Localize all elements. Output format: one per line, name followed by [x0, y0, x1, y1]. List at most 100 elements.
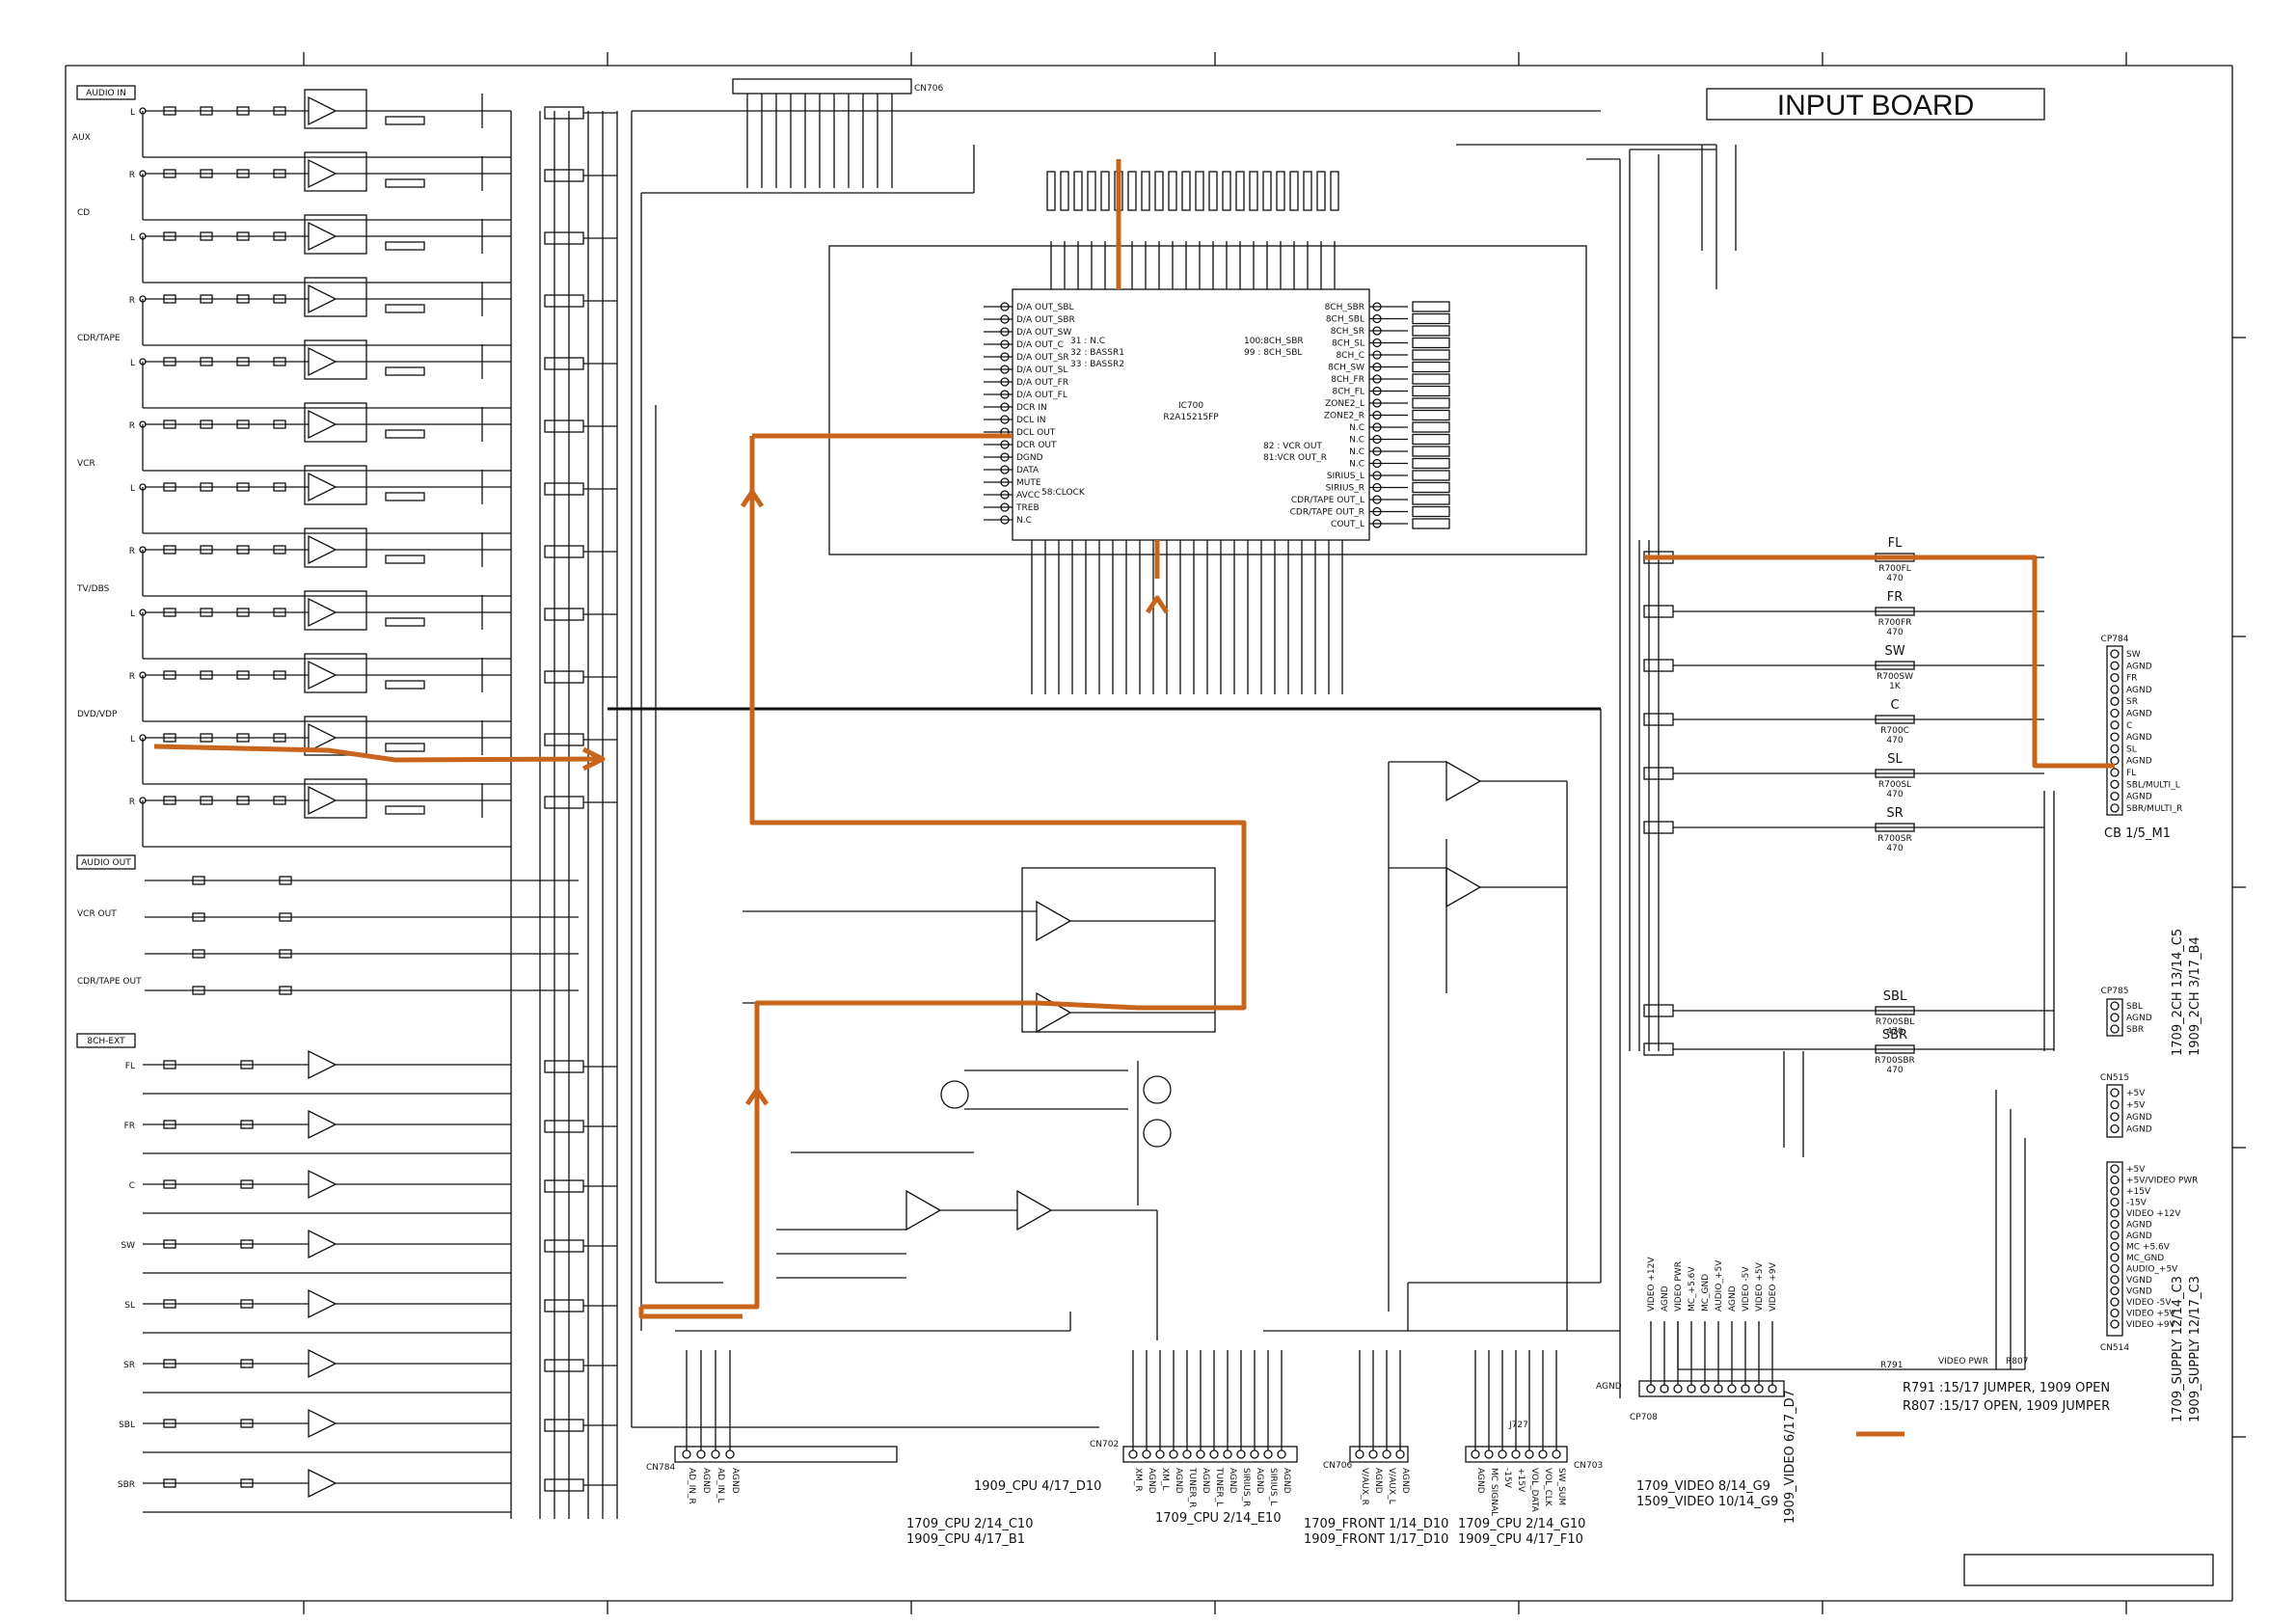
- signal-path-highlight: [153, 159, 2115, 1319]
- out-channel-res: R700FL: [1878, 564, 1911, 574]
- ext-channel-label: SR: [123, 1361, 135, 1370]
- input-channel-row: L: [130, 716, 617, 785]
- bottom-connector-pin-label: -15V: [1502, 1468, 1512, 1489]
- ref-cpu-c10-2: 1909_CPU 4/17_B1: [906, 1532, 1025, 1547]
- ic-note-3: 33 : BASSR2: [1070, 360, 1124, 369]
- cn702-label: CN702: [1090, 1440, 1119, 1449]
- ext-channel-row: SL: [124, 1288, 617, 1334]
- board-title: INPUT BOARD: [1777, 90, 1974, 122]
- ic700-left-pin-label: D/A OUT_SW: [1016, 328, 1071, 338]
- bottom-connector-pin-label: AGND: [1282, 1468, 1291, 1494]
- ref-cpu-e10: 1709_CPU 2/14_E10: [1155, 1511, 1282, 1526]
- input-channel-row: R: [129, 528, 617, 597]
- bus-tag: [544, 608, 584, 621]
- ext-channel-label: FR: [124, 1122, 135, 1131]
- video-supply-pin-label: AUDIO_+5V: [1715, 1259, 1724, 1312]
- ext-channel-row: SBR: [118, 1468, 617, 1513]
- ic700-right-pin-label: 8CH_SBR: [1325, 303, 1364, 312]
- opamp-symbol: [308, 1288, 338, 1319]
- ic700-right-pin-label: 8CH_FR: [1331, 375, 1364, 385]
- bottom-connector-pin-label: V/AUX_R: [1360, 1468, 1369, 1505]
- vpwr-label: VIDEO PWR: [1938, 1357, 1988, 1367]
- ic-note-1: 31 : N.C: [1070, 337, 1105, 346]
- channel-pos-label: L: [130, 359, 135, 368]
- connector-pin-label: AUDIO_+5V: [2126, 1265, 2178, 1275]
- input-group-label: AUDIO IN: [86, 89, 126, 98]
- bottom-connector-pin-label: AGND: [701, 1468, 711, 1494]
- ext-channel-label: FL: [125, 1062, 135, 1071]
- ext-channel-label: SBR: [118, 1480, 135, 1490]
- ic700-left-pin-label: D/A OUT_C: [1016, 340, 1064, 350]
- input-channel-row: L: [130, 590, 617, 660]
- ext-channel-row: FL: [125, 1049, 617, 1095]
- ic700-left-pin-label: DCL OUT: [1016, 428, 1056, 438]
- input-channel-row: L: [130, 339, 617, 409]
- channel-pos-label: L: [130, 609, 135, 619]
- channel-pos-label: R: [129, 421, 135, 431]
- group-label-box: [76, 85, 136, 100]
- connector-pin-label: VGND: [2126, 1287, 2152, 1297]
- cp708-label: CP708: [1630, 1413, 1658, 1422]
- connector-pin-label: VIDEO -5V: [2126, 1298, 2172, 1308]
- ic-note-4: 100:8CH_SBR: [1244, 337, 1304, 346]
- out-channel-res: R700SR: [1877, 834, 1911, 844]
- ic700-right-pin-label: N.C: [1349, 423, 1364, 433]
- out-channel-name: FL: [1888, 536, 1903, 551]
- input-group-label: DVD/VDP: [77, 710, 118, 719]
- ic700-left-pin-label: DATA: [1016, 466, 1040, 475]
- connector-pin-label: VGND: [2126, 1276, 2152, 1286]
- cn515-label: CN515: [2100, 1073, 2129, 1083]
- input-group-label: TV/DBS: [76, 584, 110, 594]
- ic700-name: IC700: [1178, 401, 1203, 411]
- bottom-connector-pin-label: V/AUX_L: [1387, 1468, 1396, 1504]
- connector-pin-label: +15V: [2126, 1187, 2151, 1197]
- channel-pos-label: L: [130, 108, 135, 118]
- bottom-connector-pin-label: AD_IN_L: [716, 1468, 725, 1503]
- input-channel-row: R: [129, 151, 617, 221]
- connector-pin-label: SL: [2126, 744, 2137, 754]
- opamp-symbol: [308, 597, 338, 628]
- bus-tag: [544, 670, 584, 684]
- r807-label: R807: [2006, 1357, 2028, 1367]
- bottom-connector-pin-label: AD_IN_R: [687, 1468, 696, 1504]
- cp785-label: CP785: [2101, 987, 2129, 996]
- ref-front-2: 1909_FRONT 1/17_D10: [1304, 1532, 1448, 1547]
- bottom-connector-pin-label: +15V: [1516, 1468, 1526, 1493]
- connector-pin-label: VIDEO +5V: [2126, 1310, 2176, 1319]
- opamp-symbol: [308, 472, 338, 502]
- connector-pin-label: +5V: [2126, 1165, 2146, 1175]
- ext-channel-label: SL: [124, 1301, 135, 1311]
- bus-tag: [544, 294, 584, 308]
- sb-channel-name: SBR: [1882, 1028, 1907, 1042]
- sb-channel-name: SBL: [1883, 989, 1907, 1004]
- right-vertical-bus: [1638, 154, 2055, 1370]
- ext-channel-row: SR: [123, 1348, 617, 1394]
- video-side-ref: 1909_VIDEO 6/17_D7: [1783, 1390, 1797, 1524]
- ic-note-6: 82 : VCR OUT: [1263, 442, 1322, 451]
- cp784-ref: CB 1/5_M1: [2104, 826, 2171, 841]
- ext-channel-row: C: [129, 1169, 617, 1214]
- title-box: [1706, 88, 2045, 121]
- cn706b-label: CN706: [1323, 1461, 1352, 1471]
- ic700-right-pin-label: ZONE2_L: [1325, 399, 1364, 409]
- out-channel-res: R700SW: [1877, 672, 1913, 682]
- cp784-pins: SWAGNDFRAGNDSRAGNDCAGNDSLAGNDFLSBL/MULTI…: [2110, 649, 2182, 814]
- ext-channel-label: SBL: [119, 1421, 135, 1430]
- bottom-connector-pin-label: TUNER_R: [1187, 1467, 1197, 1508]
- bottom-connector-pin-label: SIRIUS_L: [1268, 1468, 1278, 1505]
- ic700-left-pin-label: D/A OUT_FR: [1016, 378, 1068, 388]
- bottom-connector-pin-label: AGND: [1255, 1468, 1264, 1494]
- video-supply-pin-label: VIDEO PWR: [1674, 1261, 1684, 1312]
- connector-pin-label: FR: [2126, 674, 2137, 684]
- bottom-connector-pin-label: SIRIUS_R: [1241, 1468, 1251, 1506]
- channel-pos-label: R: [129, 547, 135, 556]
